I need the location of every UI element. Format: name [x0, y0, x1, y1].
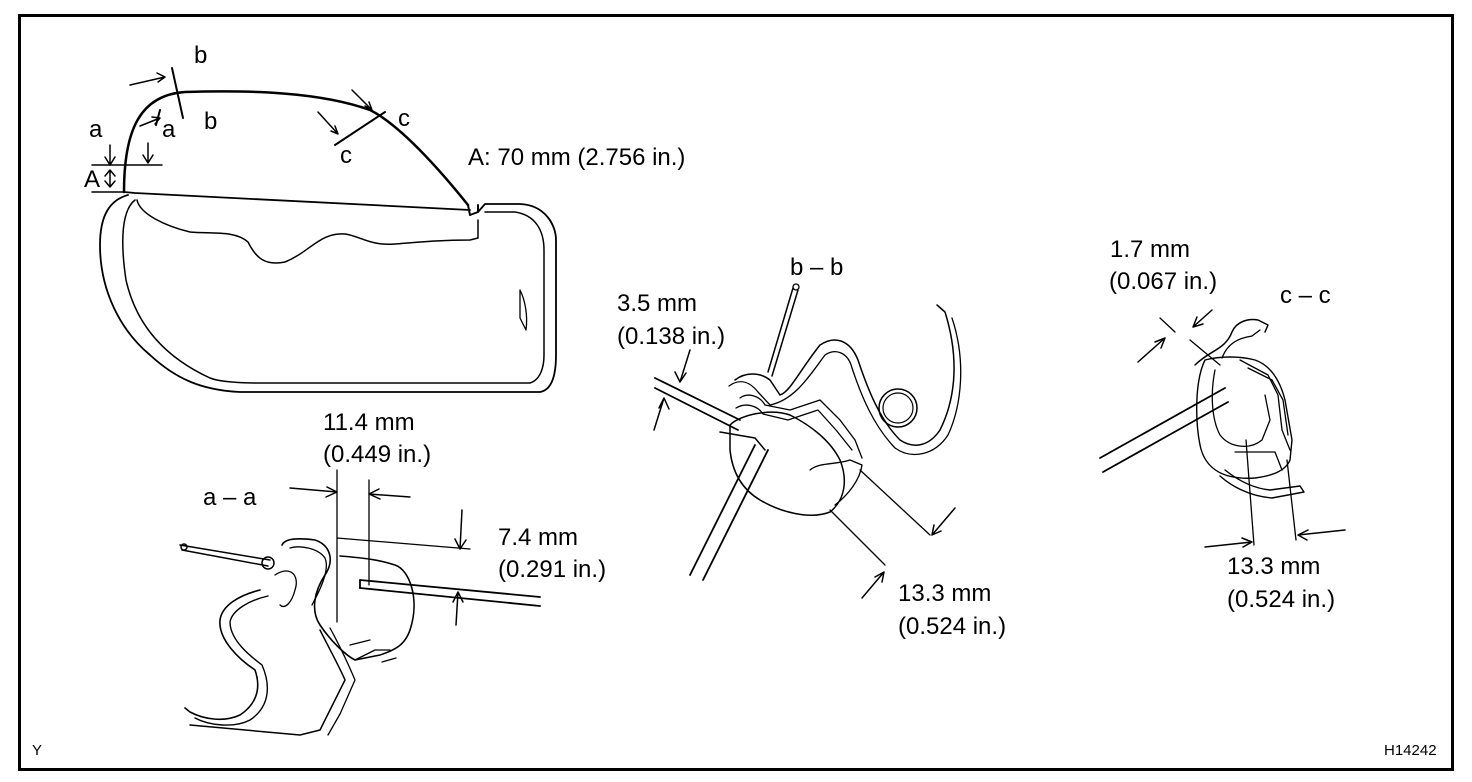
section-c-c-drawing: [1099, 309, 1346, 548]
cc-dim1-in: (0.067 in.): [1109, 268, 1218, 295]
cc-dim1-mm: 1.7 mm: [1110, 236, 1191, 263]
label-c-upper: c: [398, 105, 410, 132]
aa-dim1-mm: 11.4 mm: [323, 409, 415, 436]
aa-dim2-in: (0.291 in.): [498, 556, 607, 583]
door-frame-drawing: [91, 67, 557, 393]
aa-section-label: a – a: [203, 484, 257, 511]
figure-id: H14242: [1384, 742, 1437, 759]
label-c-lower: c: [340, 142, 352, 169]
bb-dim2-in: (0.524 in.): [898, 613, 1007, 640]
cc-dim2-in: (0.524 in.): [1227, 586, 1336, 613]
bb-dim1-in: (0.138 in.): [617, 323, 726, 350]
bb-dim2-mm: 13.3 mm: [898, 580, 992, 607]
label-a-left: a: [89, 116, 103, 143]
bb-section-label: b – b: [790, 254, 844, 281]
section-b-b-drawing: [653, 283, 962, 599]
label-b-mid: b: [204, 108, 218, 135]
label-A-value: A: 70 mm (2.756 in.): [468, 144, 686, 171]
label-b-top: b: [194, 42, 208, 69]
aa-dim2-mm: 7.4 mm: [498, 524, 579, 551]
bb-dim1-mm: 3.5 mm: [617, 290, 698, 317]
label-a-mid: a: [162, 116, 176, 143]
aa-dim1-in: (0.449 in.): [323, 441, 432, 468]
corner-mark: Y: [32, 742, 43, 759]
label-A: A: [84, 166, 101, 193]
section-a-a-drawing: [179, 469, 541, 736]
cc-section-label: c – c: [1280, 282, 1331, 309]
cc-dim2-mm: 13.3 mm: [1227, 553, 1321, 580]
